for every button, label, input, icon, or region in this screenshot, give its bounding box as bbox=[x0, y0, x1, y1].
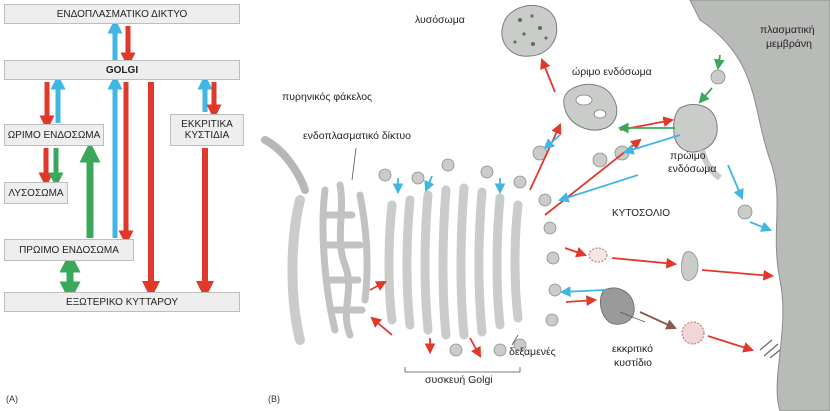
late-endosome-shape bbox=[563, 83, 618, 131]
label-secretory-vesicle-2: κυστίδιο bbox=[614, 357, 652, 369]
secretory-line-1: ΕΚΚΡΙΤΙΚΑ bbox=[181, 119, 233, 130]
label-lysosome: λυσόσωμα bbox=[415, 14, 465, 26]
label-cisternae: δεξαμενές bbox=[509, 346, 556, 358]
panel-b-label: (B) bbox=[268, 394, 280, 404]
label-early-endosome-2: ενδόσωμα bbox=[668, 163, 717, 175]
nuclear-envelope-lower bbox=[287, 195, 305, 345]
label-late-endosome: ώριμο ενδόσωμα bbox=[572, 66, 652, 78]
box-er: ΕΝΔΟΠΛΑΣΜΑΤΙΚΟ ΔΙΚΤΥΟ bbox=[4, 4, 240, 24]
leader-lines bbox=[351, 147, 646, 373]
box-lysosome: ΛΥΣΟΣΩΜΑ bbox=[4, 182, 68, 204]
golgi-vesicles bbox=[378, 145, 630, 357]
label-plasma-membrane-1: πλασματική bbox=[760, 24, 815, 36]
label-secretory-vesicle-1: εκκριτικό bbox=[612, 343, 653, 355]
early-endosome-shape bbox=[673, 69, 753, 220]
box-golgi: GOLGI bbox=[4, 60, 240, 80]
box-late-endosome: ΩΡΙΜΟ ΕΝΔΟΣΩΜΑ bbox=[4, 124, 104, 146]
label-golgi-apparatus: συσκευή Golgi bbox=[425, 374, 493, 386]
label-er: ενδοπλασματικό δίκτυο bbox=[303, 130, 411, 142]
secretory-vesicles bbox=[588, 247, 781, 359]
panel-a: ΕΝΔΟΠΛΑΣΜΑΤΙΚΟ ΔΙΚΤΥΟ GOLGI ΩΡΙΜΟ ΕΝΔΟΣΩ… bbox=[0, 0, 256, 411]
label-nuclear-envelope: πυρηνικός φάκελος bbox=[282, 91, 373, 103]
panel-a-label: (A) bbox=[6, 394, 18, 404]
label-cytosol: ΚΥΤΟΣΟΛΙΟ bbox=[612, 208, 671, 219]
box-early-endosome: ΠΡΩΙΜΟ ΕΝΔΟΣΩΜΑ bbox=[4, 239, 134, 261]
lysosome-shape bbox=[501, 4, 558, 57]
panel-b-arrows bbox=[369, 54, 775, 358]
plasma-membrane bbox=[689, 0, 830, 411]
box-exterior: ΕΞΩΤΕΡΙΚΟ ΚΥΤΤΑΡΟΥ bbox=[4, 292, 240, 312]
box-secretory-vesicles: ΕΚΚΡΙΤΙΚΑ ΚΥΣΤΙΔΙΑ bbox=[170, 114, 244, 146]
label-plasma-membrane-2: μεμβράνη bbox=[766, 38, 812, 50]
label-early-endosome-1: πρώιμο bbox=[670, 150, 706, 162]
panel-a-arrows bbox=[38, 18, 222, 303]
er-network bbox=[319, 181, 371, 339]
nuclear-envelope bbox=[261, 136, 309, 194]
secretory-line-2: ΚΥΣΤΙΔΙΑ bbox=[184, 130, 230, 141]
golgi-stack bbox=[384, 183, 523, 340]
